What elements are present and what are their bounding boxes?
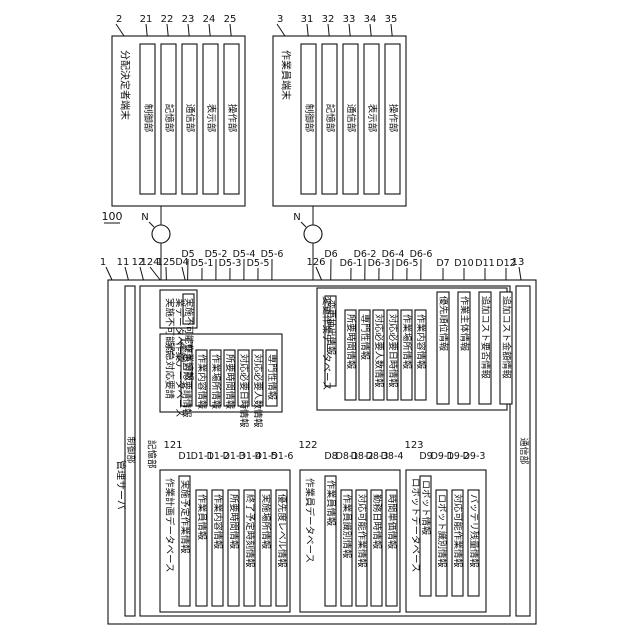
distribution-terminal-ref-leader — [116, 24, 124, 36]
worker-unit-32-ref: 32 — [322, 14, 335, 25]
robot-item-D9-3-ref: D9-3 — [463, 451, 486, 462]
worker-item-D8-label: 作業員情報 — [325, 480, 337, 526]
server-control-label: 制御部 — [125, 436, 137, 463]
worker-unit-31-ref: 31 — [301, 14, 314, 25]
worker-item-D8-4-ref: D8-4 — [381, 451, 404, 462]
worker-unit-35-label: 操作部 — [387, 104, 399, 133]
robot-item-D9-2-label: 対応可能作業情報 — [452, 494, 464, 568]
plan-item-D1-1-label: 作業員情報 — [196, 494, 208, 540]
server-ref: 1 — [100, 257, 106, 268]
worker-unit-32-label: 記憶部 — [324, 104, 336, 133]
server-control-ref: 11 — [117, 257, 130, 268]
change-item-D7-ref: D7 — [436, 258, 449, 269]
distribution-unit-25-ref: 25 — [224, 14, 237, 25]
worker-unit-33-label: 通信部 — [345, 104, 357, 133]
urgent-item-D5-label: 緊急対応要請情報 — [181, 344, 193, 418]
plan-item-D1-3-label: 所要時間情報 — [228, 494, 240, 549]
worker-terminal-ref: 3 — [277, 14, 283, 25]
urgent-item-D5-5-label: 対応必要人数情報 — [252, 354, 264, 428]
network-left-network-label: N — [141, 212, 148, 223]
distribution-unit-25-label: 操作部 — [226, 104, 238, 133]
worker-unit-34-label: 表示部 — [366, 104, 378, 133]
urgent-item-D5-4-label: 対応必要日時情報 — [238, 354, 250, 428]
change-item-D7-label: 優先順位情報 — [438, 296, 450, 351]
change-item-D12-label: 追加コスト金額情報 — [501, 296, 513, 379]
worker-unit-33-ref: 33 — [343, 14, 356, 25]
change-item-D6-ref: D6 — [324, 249, 337, 260]
worker-item-D8-4-label: 時間単価情報 — [386, 494, 398, 549]
change-item-D11-label: 追加コスト要否情報 — [480, 296, 492, 379]
plan-item-D1-6-ref: D1-6 — [271, 451, 294, 462]
worker-item-D8-2-label: 対応可能作業情報 — [356, 494, 368, 568]
distribution-unit-22-ref: 22 — [161, 14, 174, 25]
change-item-D6-3-label: 対応必要人数情報 — [373, 314, 385, 388]
worker-unit-35-ref: 35 — [385, 14, 398, 25]
change-item-D11-ref: D11 — [475, 258, 494, 269]
robot-item-D9-label: ロボット情報 — [420, 480, 432, 535]
distribution-unit-21-label: 制御部 — [142, 104, 154, 133]
plan-item-D1-2-label: 作業内容情報 — [212, 494, 224, 549]
plan-item-D1-label: 実施予定作業情報 — [179, 480, 191, 554]
worker-database-ref: 122 — [298, 440, 317, 451]
server-storage-label: 記憶部 — [146, 440, 158, 469]
figure-number: 100 — [102, 210, 123, 223]
urgent-item-D5-1-label: 作業内容情報 — [196, 354, 208, 409]
distribution-unit-21-ref: 21 — [140, 14, 153, 25]
worker-unit-31-label: 制御部 — [303, 104, 315, 133]
server-title: 管理サーバ — [115, 460, 128, 510]
robot-database-ref: 123 — [404, 440, 423, 451]
network-left-network-leader — [149, 222, 154, 227]
change-item-D10-ref: D10 — [454, 258, 473, 269]
change-item-D6-2-label: 専門性情報 — [359, 314, 371, 360]
distribution-unit-22-label: 記憶部 — [163, 104, 175, 133]
server-comm-label: 通信部 — [518, 437, 530, 464]
distribution-unit-23-label: 通信部 — [184, 104, 196, 133]
urgent-database-ref: 125 — [156, 257, 175, 268]
plan-database-title: 作業計画データベース — [164, 478, 176, 573]
change-item-D12-ref: D12 — [496, 258, 515, 269]
change-item-D6-label: 変更抽出情報 — [325, 300, 337, 355]
change-database-ref: 126 — [306, 257, 325, 268]
distribution-terminal-ref: 2 — [116, 14, 122, 25]
network-right-node — [304, 225, 322, 243]
urgent-item-D5-6-label: 専門性情報 — [266, 354, 278, 400]
server-ref-leader — [106, 267, 112, 280]
worker-item-D8-1-label: 作業員識別情報 — [341, 494, 353, 558]
network-left-node — [152, 225, 170, 243]
urgent-item-D5-2-label: 作業場所情報 — [210, 354, 222, 409]
plan-item-D1-6-label: 優先度レベル情報 — [276, 494, 288, 568]
change-item-D10-label: 作業主体情報 — [459, 296, 471, 351]
plan-item-D1-4-label: 終了予定時刻情報 — [244, 494, 256, 568]
change-item-D6-4-label: 対応必要日時情報 — [387, 314, 399, 388]
urgent-item-D5-6-ref: D5-6 — [261, 249, 284, 260]
robot-database-title: ロボットデータベース — [410, 478, 422, 573]
network-right-network-label: N — [293, 212, 300, 223]
change-item-D6-6-label: 作業内容情報 — [415, 314, 427, 369]
worker-terminal-ref-leader — [277, 24, 285, 36]
worker-unit-34-ref: 34 — [364, 14, 377, 25]
robot-item-D9-1-label: ロボット識別情報 — [436, 494, 448, 568]
network-right-network-leader — [301, 222, 306, 227]
change-item-D6-1-label: 所要時間情報 — [345, 314, 357, 369]
plan-database-ref: 121 — [163, 440, 182, 451]
distribution-terminal-title: 分配決定者端末 — [119, 50, 132, 120]
distribution-unit-23-ref: 23 — [182, 14, 195, 25]
robot-item-D9-3-label: バッテリ残量情報 — [468, 494, 480, 568]
distribution-unit-24-label: 表示部 — [205, 104, 217, 133]
worker-item-D8-3-label: 勤務日時情報 — [371, 494, 383, 549]
worker-terminal-title: 作業員端末 — [280, 50, 293, 100]
change-item-D6-6-ref: D6-6 — [410, 249, 433, 260]
distribution-unit-24-ref: 24 — [203, 14, 216, 25]
urgent-item-D5-3-label: 所要時間情報 — [224, 354, 236, 409]
plan-item-D1-5-label: 実施場所情報 — [260, 494, 272, 549]
worker-database-title: 作業員データベース — [304, 478, 316, 563]
change-item-D6-5-label: 作業場所情報 — [401, 314, 413, 369]
